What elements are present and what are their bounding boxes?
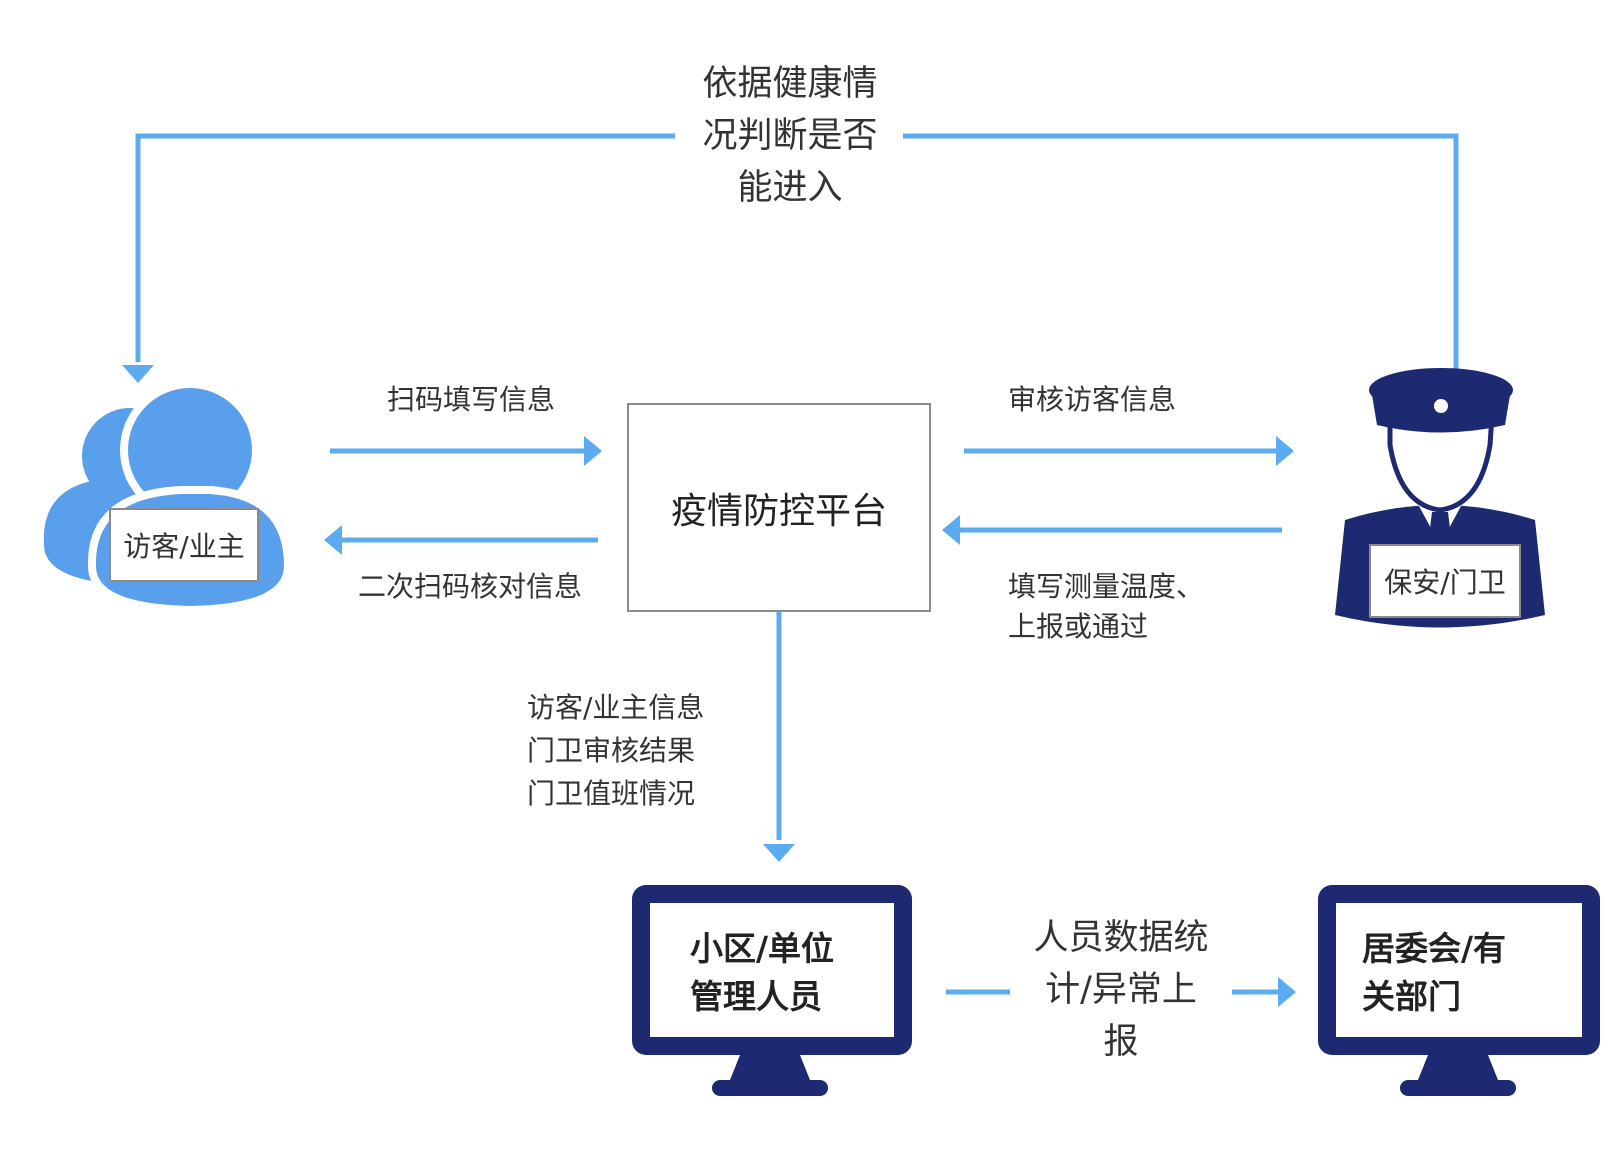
guard-to-platform-label: 填写测量温度、 上报或通过 xyxy=(1008,567,1204,647)
arrow-head-right-platform xyxy=(584,436,602,466)
arrow-head-down-manager xyxy=(763,844,795,862)
committee-node-label-line: 居委会/有 xyxy=(1362,929,1507,968)
top-loop-label: 依据健康情 况判断是否 能进入 xyxy=(680,58,900,214)
platform-node: 疫情防控平台 xyxy=(627,403,931,612)
top-loop-line-right xyxy=(903,133,1459,372)
arrow-head-left-visitor xyxy=(324,525,342,555)
manager-node-label: 小区/单位 管理人员 xyxy=(690,925,834,1021)
arrow-head-left-platform xyxy=(942,515,960,545)
manager-to-committee-label-line: 人员数据统 xyxy=(1033,918,1209,958)
arrow-head-down-visitor xyxy=(122,365,154,383)
manager-node-label-line: 小区/单位 xyxy=(690,929,835,968)
manager-to-committee-label-line: 计/异常上 xyxy=(1045,970,1197,1010)
monitor-icon xyxy=(1318,885,1600,1096)
manager-to-committee-label: 人员数据统 计/异常上 报 xyxy=(1016,912,1226,1068)
platform-to-visitor-label: 二次扫码核对信息 xyxy=(358,570,583,603)
top-loop-label-line: 况判断是否 xyxy=(702,116,878,156)
manager-to-committee-label-line: 报 xyxy=(1103,1022,1139,1062)
platform-to-manager-label-line: 门卫值班情况 xyxy=(527,777,696,810)
platform-to-manager-label-line: 门卫审核结果 xyxy=(527,734,696,767)
top-loop-label-line: 能进入 xyxy=(737,168,843,208)
guard-to-platform-label-line: 上报或通过 xyxy=(1008,610,1149,643)
committee-node-label-line: 关部门 xyxy=(1362,977,1461,1016)
platform-to-guard-label: 审核访客信息 xyxy=(1008,383,1177,416)
platform-to-manager-label: 访客/业主信息 门卫审核结果 门卫值班情况 xyxy=(527,686,704,815)
guard-node-label: 保安/门卫 xyxy=(1369,544,1521,618)
arrow-head-right-committee xyxy=(1278,977,1296,1007)
manager-node-label-line: 管理人员 xyxy=(690,977,822,1016)
visitor-to-platform-label: 扫码填写信息 xyxy=(387,383,556,416)
monitor-icon xyxy=(632,885,912,1096)
top-loop-label-line: 依据健康情 xyxy=(702,64,878,104)
top-loop-line-left xyxy=(135,133,675,362)
guard-to-platform-label-line: 填写测量温度、 xyxy=(1008,570,1205,603)
committee-node-label: 居委会/有 关部门 xyxy=(1362,925,1506,1021)
platform-label: 疫情防控平台 xyxy=(670,490,887,532)
platform-to-manager-label-line: 访客/业主信息 xyxy=(527,691,705,724)
visitor-node-label: 访客/业主 xyxy=(109,508,259,582)
arrow-head-right-guard xyxy=(1276,436,1294,466)
